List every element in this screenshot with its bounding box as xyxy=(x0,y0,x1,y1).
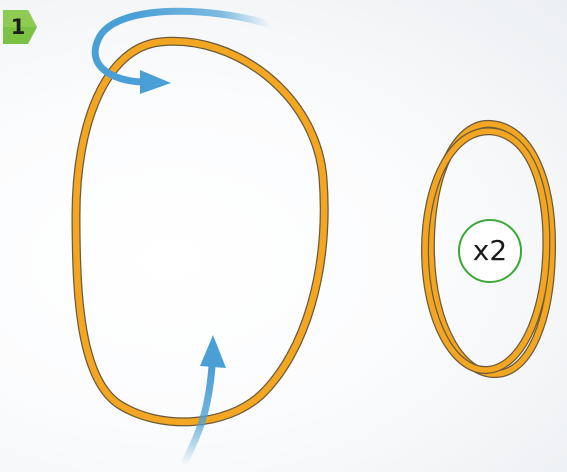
step-number: 1 xyxy=(2,10,34,44)
step-badge: 1 xyxy=(2,10,38,44)
large-rubber-band xyxy=(76,41,324,422)
top-loop-arrow-icon xyxy=(95,11,272,94)
multiplier-label: x2 xyxy=(473,234,507,267)
bottom-up-arrow-icon xyxy=(184,335,226,464)
multiplier-badge: x2 xyxy=(458,219,522,283)
